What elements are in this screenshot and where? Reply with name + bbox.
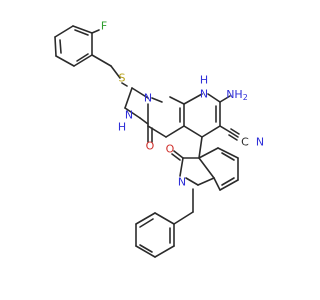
pyrimidine-ring (124, 87, 185, 138)
benzyl-phenyl-ring (135, 212, 175, 258)
nitrile-carbon: C (241, 136, 249, 149)
c2-o-bond-double (171, 153, 181, 161)
fluorophenyl-ring (54, 25, 93, 67)
benzyl-ch2-bond (91, 54, 112, 67)
pyridine-ring (183, 93, 221, 138)
molecule-structure: F S N H N NH2 H N O N C O N (54, 20, 264, 258)
nh-nitrogen: N (200, 88, 208, 101)
c-f-bond (91, 29, 100, 34)
nitrile-bond-1 (229, 131, 239, 138)
c-nh2-bond (219, 95, 231, 103)
n3-hydrogen: H (118, 121, 126, 134)
molecule-canvas: F S N H N NH2 H N O N C O N (54, 19, 265, 258)
nitrile-bond-3 (228, 134, 238, 141)
indolinone-ring (179, 136, 215, 186)
carbonyl-oxygen-2: O (166, 143, 175, 156)
fluorine-atom: F (101, 20, 107, 33)
nh-hydrogen: H (200, 74, 208, 87)
ch2-ph-bond (173, 211, 194, 225)
nitrile-nitrogen: N (256, 136, 264, 149)
indole-nitrogen: N (178, 176, 186, 189)
c-cn-bond (219, 125, 231, 133)
sulfur-atom: S (119, 72, 126, 85)
n3-atom: N (125, 109, 133, 122)
nitrile-bond-2 (230, 128, 240, 135)
c2-o-bond (173, 150, 184, 159)
s-c2-bond (121, 82, 128, 87)
amino-group: NH2 (226, 88, 248, 102)
ch2-s-bond (110, 65, 121, 79)
carbonyl-oxygen-1: O (146, 140, 155, 153)
indole-benzene-ring (198, 147, 239, 191)
n1-atom: N (144, 92, 152, 105)
